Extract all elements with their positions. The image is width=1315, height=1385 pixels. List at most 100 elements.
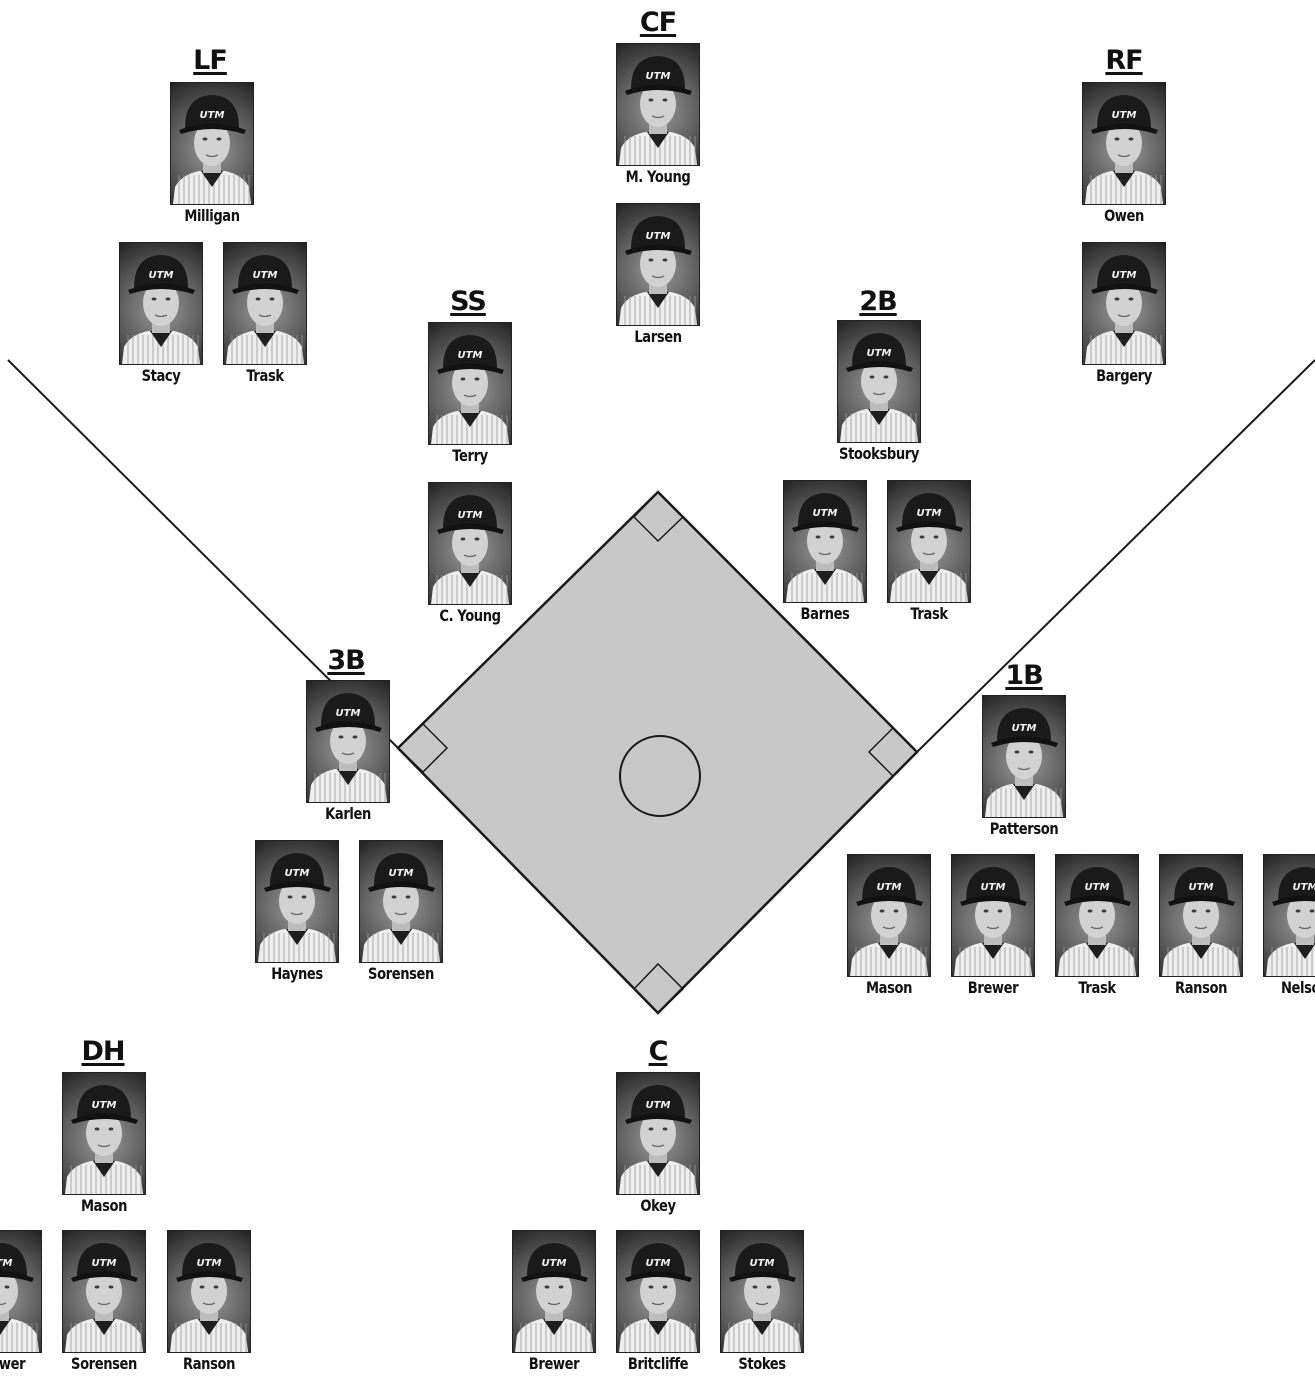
cap-logo: UTM <box>542 1258 567 1269</box>
face <box>279 878 315 924</box>
player-photo: UTM <box>616 1072 700 1195</box>
player-photo: UTM <box>720 1230 804 1353</box>
eye <box>1014 750 1020 754</box>
jersey <box>226 331 304 364</box>
eye <box>391 895 397 899</box>
eye <box>829 535 835 539</box>
mouth <box>1090 926 1104 930</box>
collar <box>1294 943 1315 959</box>
label-2b: 2B <box>859 286 897 317</box>
player-name: Stokes <box>738 1354 786 1373</box>
player-patterson: UTM Patterson <box>982 695 1066 843</box>
jersey <box>122 331 200 364</box>
face <box>1287 892 1315 938</box>
player-sorensen-dh: UTM Sorensen <box>62 1230 146 1378</box>
player-name: Okey <box>640 1196 676 1215</box>
player-haynes: UTM Haynes <box>255 840 339 988</box>
cap-logo: UTM <box>1189 882 1214 893</box>
eye <box>1205 909 1211 913</box>
player-photo: UTM <box>1082 82 1166 205</box>
collar <box>201 171 223 187</box>
player-photo: UTM <box>0 1230 42 1353</box>
player-portrait: UTM <box>258 853 336 962</box>
player-photo: UTM <box>616 43 700 166</box>
player-portrait: UTM <box>309 693 387 802</box>
cap <box>527 1243 581 1276</box>
player-larsen: UTM Larsen <box>616 203 700 351</box>
eye <box>108 1285 114 1289</box>
label-1b: 1B <box>1005 660 1043 691</box>
player-name: M. Young <box>625 167 691 186</box>
collar <box>543 1319 565 1335</box>
mouth <box>1017 767 1031 771</box>
player-name: Stooksbury <box>839 444 919 463</box>
cap-brim <box>264 881 331 892</box>
eye <box>216 137 222 141</box>
mouth <box>290 912 304 916</box>
eye <box>648 98 654 102</box>
cap-brim <box>521 1271 588 1282</box>
player-portrait: UTM <box>1266 867 1315 976</box>
eye <box>1128 297 1134 301</box>
player-ranson-1b: UTM Ranson <box>1159 854 1243 1002</box>
cap-brim <box>625 244 692 255</box>
mouth <box>202 1302 216 1306</box>
cap-brim <box>71 1271 138 1282</box>
face <box>86 1268 122 1314</box>
jersey <box>985 784 1063 817</box>
player-terry: UTM Terry <box>428 322 512 470</box>
mouth <box>1298 926 1312 930</box>
label-lf: LF <box>193 45 228 76</box>
jersey <box>431 411 509 444</box>
player-name: Stacy <box>141 366 181 385</box>
cap <box>185 95 239 128</box>
player-portrait: UTM <box>786 493 864 602</box>
cap <box>238 255 292 288</box>
eye <box>766 1285 772 1289</box>
player-photo: UTM <box>783 480 867 603</box>
jersey <box>515 1319 593 1352</box>
cap-brim <box>1064 895 1131 906</box>
collar <box>868 409 890 425</box>
mouth <box>922 552 936 556</box>
face <box>1006 733 1042 779</box>
jersey <box>619 1319 697 1352</box>
player-mason-1b: UTM Mason <box>847 854 931 1002</box>
mouth <box>651 1144 665 1148</box>
player-portrait: UTM <box>840 333 918 442</box>
face <box>1079 892 1115 938</box>
cap-logo: UTM <box>458 510 483 521</box>
mouth <box>1117 154 1131 158</box>
cap <box>631 216 685 249</box>
cap-brim <box>232 283 299 294</box>
player-portrait: UTM <box>1058 867 1136 976</box>
player-portrait: UTM <box>431 495 509 604</box>
player-bargery: UTM Bargery <box>1082 242 1166 390</box>
cap-logo: UTM <box>92 1100 117 1111</box>
cap <box>735 1243 789 1276</box>
cap-logo: UTM <box>1293 882 1315 893</box>
player-name: Patterson <box>989 819 1059 838</box>
player-photo: UTM <box>951 854 1035 977</box>
collar <box>814 569 836 585</box>
cap <box>997 708 1051 741</box>
collar <box>286 929 308 945</box>
player-portrait: UTM <box>619 1243 697 1352</box>
face <box>330 718 366 764</box>
face <box>0 1268 18 1314</box>
jersey <box>258 929 336 962</box>
player-mason-dh: UTM Mason <box>62 1072 146 1220</box>
mouth <box>872 392 886 396</box>
jersey <box>840 409 918 442</box>
cap <box>134 255 188 288</box>
cap-brim <box>1168 895 1235 906</box>
mouth <box>205 154 219 158</box>
player-photo: UTM <box>255 840 339 963</box>
player-portrait: UTM <box>362 853 440 962</box>
player-photo: UTM <box>1082 242 1166 365</box>
player-portrait: UTM <box>619 56 697 165</box>
player-photo: UTM <box>306 680 390 803</box>
mouth <box>463 394 477 398</box>
mouth <box>651 115 665 119</box>
collar <box>751 1319 773 1335</box>
